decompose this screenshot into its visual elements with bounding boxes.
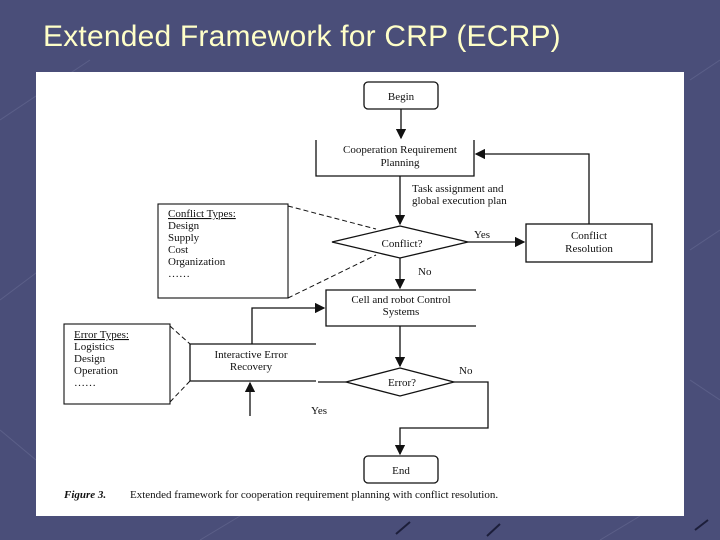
error-no-arrow — [394, 381, 489, 456]
resolution-feedback-arrow — [474, 148, 590, 224]
conflict-decision-label: Conflict? — [382, 238, 423, 250]
control-systems-line1: Cell and robot Control — [351, 294, 450, 306]
error-note-connector — [169, 325, 191, 345]
slide-title: Extended Framework for CRP (ECRP) — [43, 20, 561, 53]
conflict-resolution-line1: Conflict — [571, 230, 607, 242]
error-note-connector — [169, 380, 191, 403]
flowchart-figure: Begin Cooperation Requirement Planning T… — [36, 72, 684, 516]
conflict-type-item: Supply — [168, 232, 200, 244]
flowchart-diagram: Begin Cooperation Requirement Planning T… — [63, 81, 653, 501]
end-node — [363, 455, 439, 484]
figure-caption-text: Extended framework for cooperation requi… — [130, 489, 498, 501]
begin-label: Begin — [388, 91, 415, 103]
control-systems-box — [325, 289, 476, 327]
conflict-types-note — [157, 203, 289, 299]
error-type-item: Operation — [74, 365, 118, 377]
conflict-type-item: Design — [168, 220, 200, 232]
task-assignment-label-line2: global execution plan — [412, 195, 507, 207]
error-types-note — [63, 323, 171, 405]
error-decision — [343, 367, 457, 397]
crp-label-line1: Cooperation Requirement — [343, 144, 457, 156]
conflict-note-connector — [287, 205, 377, 230]
conflict-no-label: No — [418, 266, 432, 278]
error-decision-label: Error? — [388, 377, 416, 389]
conflict-yes-label: Yes — [474, 229, 490, 241]
error-type-item: Logistics — [74, 341, 114, 353]
control-systems-line2: Systems — [383, 306, 420, 318]
error-recovery-line1: Interactive Error — [215, 349, 288, 361]
error-yes-label: Yes — [311, 405, 327, 417]
figure-caption-label: Figure 3. — [63, 489, 106, 501]
task-assignment-label-line1: Task assignment and — [412, 183, 504, 195]
error-recovery-line2: Recovery — [230, 361, 273, 373]
crp-process-box — [315, 140, 475, 177]
conflict-type-item: Cost — [168, 244, 188, 256]
error-type-item: …… — [74, 377, 96, 389]
error-recovery-box — [189, 343, 316, 382]
conflict-resolution-line2: Resolution — [565, 243, 613, 255]
end-label: End — [392, 465, 410, 477]
crp-label-line2: Planning — [380, 157, 420, 169]
recovery-to-control-arrow — [251, 302, 326, 344]
error-type-item: Design — [74, 353, 106, 365]
conflict-type-item: …… — [168, 268, 190, 280]
conflict-types-heading: Conflict Types: — [168, 208, 236, 220]
error-no-label: No — [459, 365, 473, 377]
conflict-type-item: Organization — [168, 256, 226, 268]
error-types-heading: Error Types: — [74, 329, 129, 341]
conflict-note-connector — [287, 254, 377, 299]
